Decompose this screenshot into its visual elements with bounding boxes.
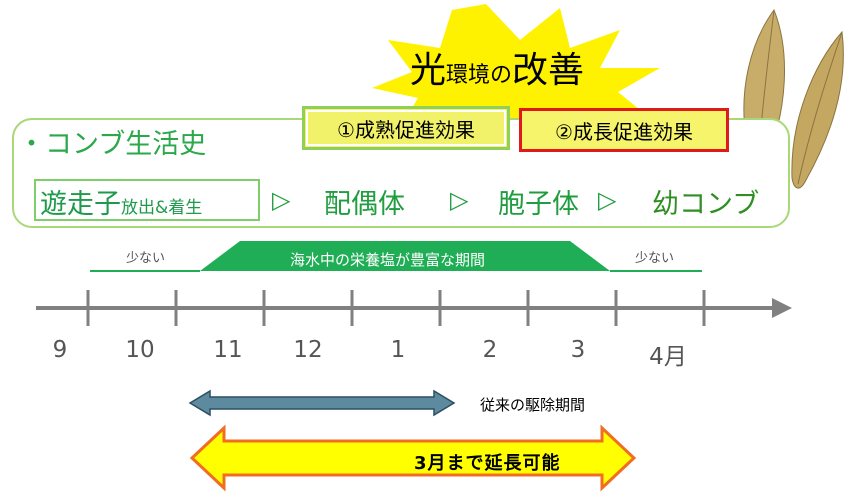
extended-period-arrow: [189, 424, 637, 492]
light-improvement-title: 光環境の改善: [410, 41, 584, 93]
month-label: 4月: [649, 344, 687, 370]
light-title-big2: 改善: [512, 50, 585, 91]
timeline-axis: [36, 290, 792, 326]
stage-gametophyte: 配偶体: [324, 189, 405, 220]
stage-arrow-3: ▷: [598, 186, 617, 214]
light-title-small: 環境の: [446, 63, 513, 88]
stage-arrow-2: ▷: [450, 186, 469, 214]
zoospore-sublabel: 放出&着生: [121, 198, 203, 218]
month-label: 9: [52, 337, 68, 363]
maturation-effect-text: ①成熟促進効果: [337, 117, 475, 142]
growth-effect-text: ②成長促進効果: [555, 119, 693, 144]
stage-juvenile-kelp: 幼コンブ: [652, 189, 760, 220]
stage-zoospore-text: 遊走子放出&着生: [40, 182, 202, 221]
month-label: 2: [482, 337, 498, 363]
month-label: 3: [570, 337, 586, 363]
light-title-big: 光: [410, 50, 447, 91]
stage-arrow-1: ▷: [272, 186, 291, 214]
month-label: 12: [293, 337, 323, 363]
life-history-title: ・コンブ生活史: [18, 129, 207, 160]
maturation-effect-label: ①成熟促進効果: [302, 106, 510, 150]
zoospore-label: 遊走子: [40, 189, 121, 220]
month-label: 10: [125, 337, 155, 363]
month-label: 11: [213, 337, 243, 363]
growth-effect-label: ②成長促進効果: [519, 108, 729, 152]
traditional-period-arrow: [188, 389, 456, 417]
extended-period-label: 3月まで延長可能: [414, 453, 561, 474]
stage-zoospore: [34, 179, 260, 221]
nutrient-rich-label: 海水中の栄養塩が豊富な期間: [290, 251, 486, 269]
month-label: 1: [390, 337, 406, 363]
traditional-period-label: 従来の駆除期間: [480, 396, 586, 414]
nutrient-rich-band: [200, 241, 610, 271]
stage-sporophyte: 胞子体: [498, 189, 579, 220]
nutrient-low-left: 少ない: [126, 251, 166, 266]
nutrient-low-right: 少ない: [635, 251, 675, 266]
